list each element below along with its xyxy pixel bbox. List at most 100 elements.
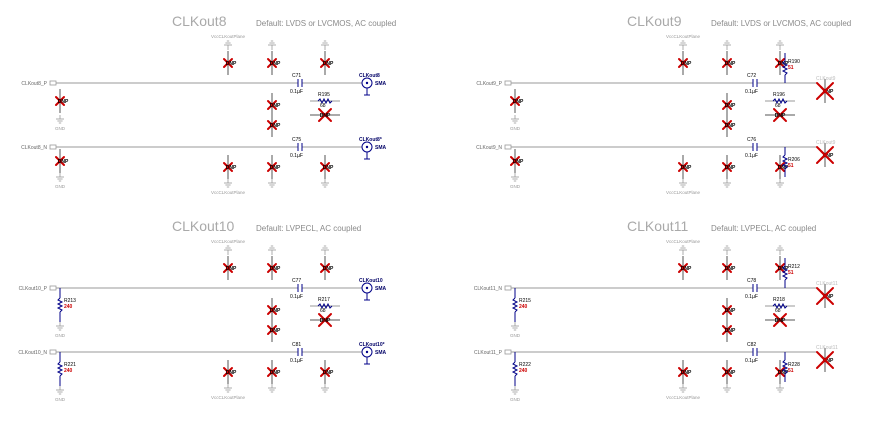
ground-icon — [56, 173, 64, 182]
power-rail-icon — [321, 245, 329, 255]
dnp-cross-stroke — [55, 96, 65, 106]
dnp-cross-icon — [267, 305, 277, 315]
cap-ref: C75 — [292, 137, 301, 143]
dnp-label: DNP — [775, 113, 786, 119]
connector-ref: CLKout8 — [359, 73, 380, 79]
dnp-cross-stroke — [510, 96, 520, 106]
ground-icon — [321, 179, 329, 188]
ground-icon — [776, 179, 784, 188]
dnp-cross-icon — [722, 100, 732, 110]
resistor-value: 240 — [64, 304, 73, 310]
connector-type: SMA — [375, 145, 387, 151]
dnp-label: DNP — [270, 308, 281, 314]
dnp-cross-icon — [267, 367, 277, 377]
dnp-cross-stroke — [773, 108, 787, 122]
dnp-label: DNP — [725, 61, 736, 67]
dnp-cross-stroke — [775, 58, 785, 68]
cap-value: 0.1µF — [290, 294, 303, 300]
block-subtitle: Default: LVPECL, AC coupled — [256, 224, 361, 233]
dnp-cross-icon — [223, 263, 233, 273]
cap-value: 0.1µF — [745, 358, 758, 364]
dnp-label: DNP — [681, 165, 692, 171]
dnp-cross-stroke — [816, 146, 834, 164]
dnp-label: DNP — [323, 266, 334, 272]
dnp-cross-icon — [722, 263, 732, 273]
net-label: CLKout11_P — [474, 350, 503, 356]
power-rail-icon — [268, 245, 276, 255]
ground-icon — [268, 179, 276, 188]
sma-pin — [365, 145, 369, 149]
dnp-cross-icon — [775, 367, 785, 377]
dnp-cross-icon — [267, 325, 277, 335]
dnp-cross-icon — [320, 162, 330, 172]
dnp-cross-stroke — [318, 313, 332, 327]
ground-label: GND — [55, 333, 66, 338]
dnp-cross-stroke — [722, 263, 732, 273]
net-port — [49, 285, 57, 291]
dnp-cross-stroke — [722, 100, 732, 110]
dnp-label: DNP — [270, 123, 281, 129]
dnp-cross-stroke — [678, 263, 688, 273]
net-port — [49, 349, 57, 355]
dnp-cross-stroke — [320, 263, 330, 273]
ground-label: GND — [510, 333, 521, 338]
dnp-label: DNP — [226, 165, 237, 171]
ground-icon — [56, 386, 64, 395]
ground-icon — [511, 322, 519, 331]
net-label: CLKout8_N — [21, 145, 47, 151]
power-rail-icon — [679, 40, 687, 50]
power-rail-icon — [723, 40, 731, 50]
dnp-label: DNP — [323, 61, 334, 67]
dnp-cross-icon — [816, 146, 834, 164]
dnp-cross-icon — [775, 58, 785, 68]
power-rail-icon — [776, 245, 784, 255]
dnp-cross-icon — [320, 263, 330, 273]
dnp-cross-stroke — [678, 58, 688, 68]
resistor-ref: R228 — [788, 362, 800, 368]
cap-value: 0.1µF — [290, 153, 303, 159]
dnp-cross-stroke — [816, 287, 834, 305]
sma-pin — [365, 350, 369, 354]
net-label: CLKout10_P — [19, 286, 48, 292]
connector-label: CLKout11 — [816, 345, 838, 351]
capacitor-icon — [752, 79, 758, 87]
cap-ref: C78 — [747, 278, 756, 284]
dnp-cross-icon — [678, 162, 688, 172]
net-port — [49, 80, 57, 86]
connector-type: SMA — [375, 81, 387, 87]
dnp-label: DNP — [681, 370, 692, 376]
dnp-cross-icon — [318, 313, 332, 327]
series-resistor-ref: R217 — [318, 297, 330, 303]
dnp-label: DNP — [725, 308, 736, 314]
cap-value: 0.1µF — [290, 89, 303, 95]
resistor-value: 240 — [519, 368, 528, 374]
power-rail-icon — [723, 245, 731, 255]
dnp-cross-icon — [223, 162, 233, 172]
dnp-cross-stroke — [320, 58, 330, 68]
ground-label: GND — [55, 126, 66, 131]
ground-label: VccCLKoutPlane — [211, 395, 246, 400]
ground-label: VccCLKoutPlane — [211, 190, 246, 195]
dnp-cross-icon — [267, 58, 277, 68]
dnp-cross-icon — [55, 156, 65, 166]
net-port — [504, 80, 512, 86]
dnp-label: DNP — [823, 294, 834, 300]
ground-label: GND — [510, 184, 521, 189]
resistor-value: 51 — [788, 368, 794, 374]
dnp-cross-stroke — [267, 162, 277, 172]
dnp-cross-icon — [267, 100, 277, 110]
capacitor-icon — [752, 143, 758, 151]
dnp-cross-stroke — [816, 82, 834, 100]
dnp-label: DNP — [725, 123, 736, 129]
dnp-label: DNP — [320, 113, 331, 119]
dnp-cross-stroke — [320, 367, 330, 377]
dnp-cross-stroke — [223, 162, 233, 172]
ground-icon — [56, 115, 64, 124]
series-resistor-value: 68 — [775, 308, 781, 314]
series-resistor-ref: R218 — [773, 297, 785, 303]
cap-value: 0.1µF — [290, 358, 303, 364]
capacitor-icon — [752, 348, 758, 356]
dnp-cross-icon — [722, 367, 732, 377]
